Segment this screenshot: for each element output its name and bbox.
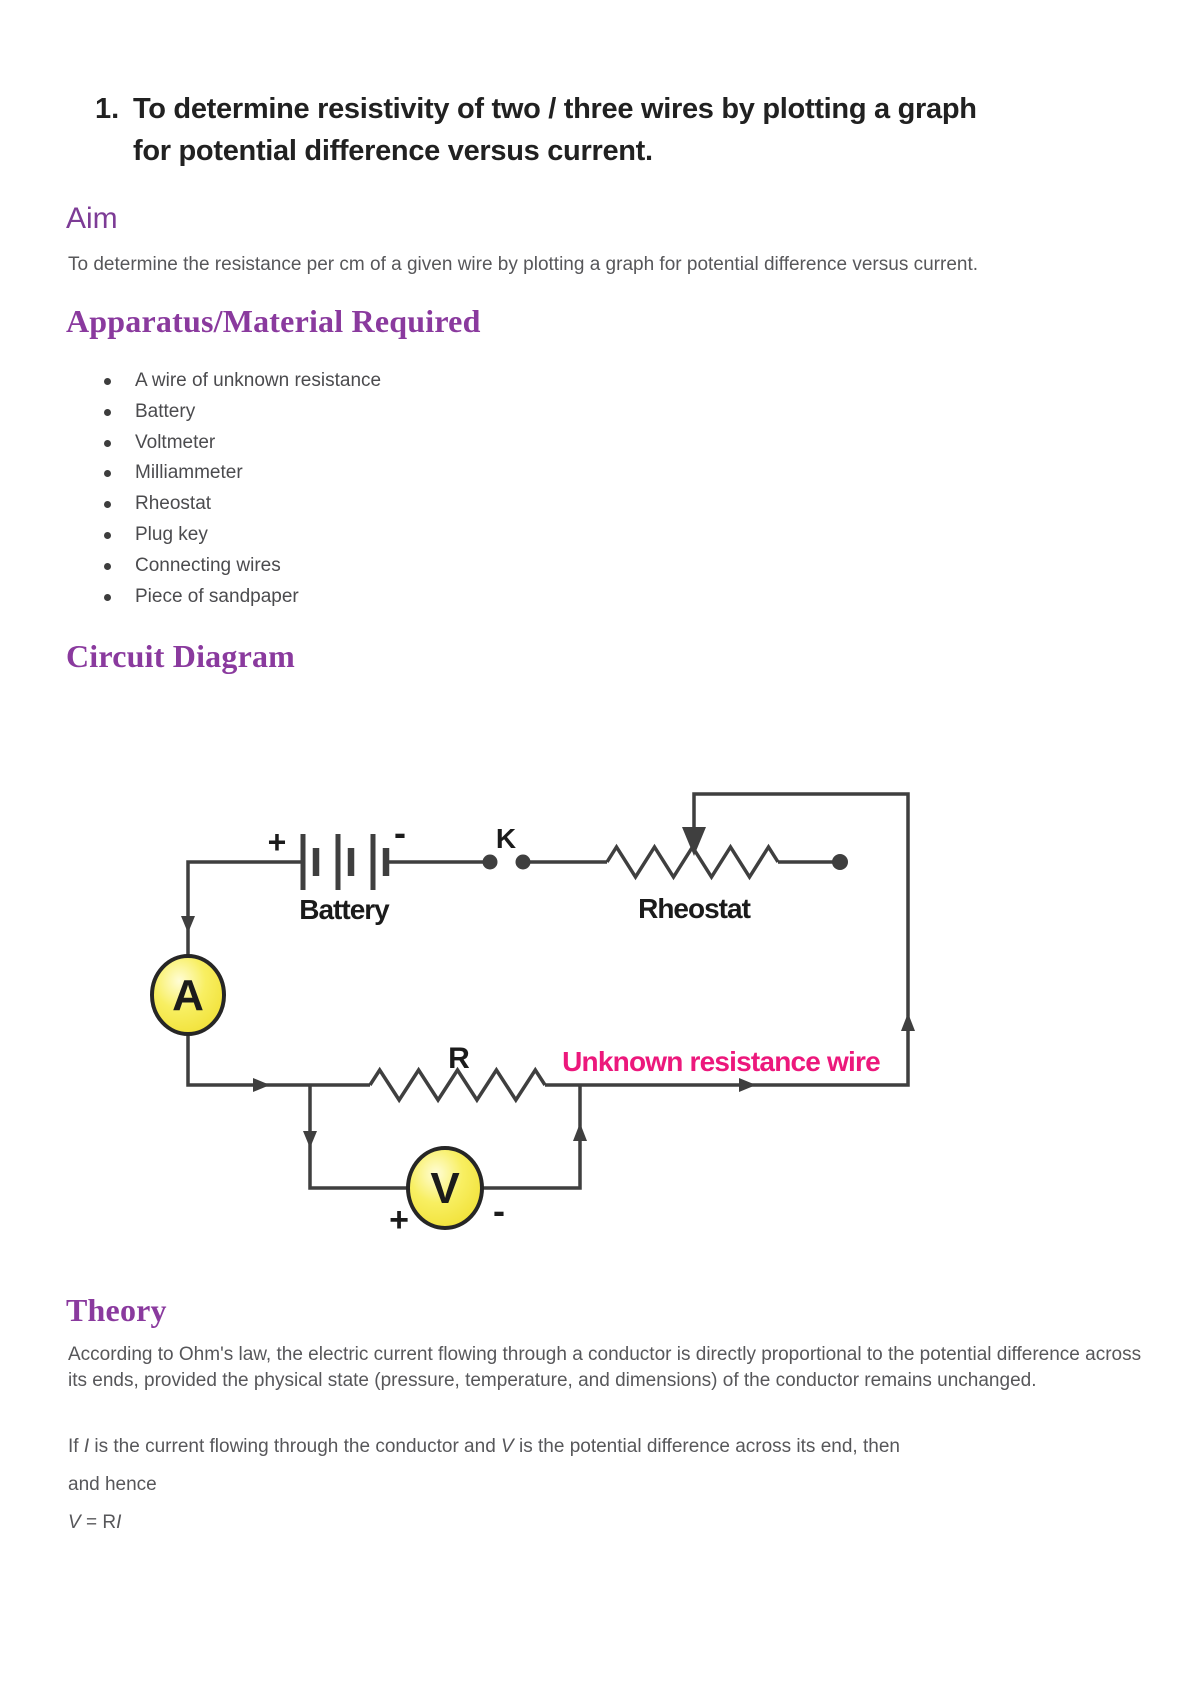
aim-body: To determine the resistance per cm of a … xyxy=(68,254,979,275)
equation-I: I xyxy=(116,1512,122,1533)
battery-minus-label: - xyxy=(394,812,406,853)
variable-I: I xyxy=(83,1436,90,1457)
ammeter-label: A xyxy=(172,971,204,1020)
equation-R: R xyxy=(102,1512,117,1533)
theory-paragraph-3: and hence xyxy=(68,1474,157,1495)
apparatus-heading: Apparatus/Material Required xyxy=(66,303,481,339)
plug-key-symbol xyxy=(482,854,531,870)
ohms-law-equation: V = RI xyxy=(68,1510,468,1536)
theory-p2-post: is the potential difference across its e… xyxy=(513,1436,900,1457)
list-item: A wire of unknown resistance xyxy=(68,366,868,397)
battery-label: Battery xyxy=(299,894,390,925)
list-item: Piece of sandpaper xyxy=(68,582,868,613)
theory-p2-pre: If xyxy=(68,1436,84,1457)
current-direction-arrows xyxy=(181,827,915,1148)
rheostat-label: Rheostat xyxy=(638,893,750,924)
ammeter xyxy=(150,954,226,1036)
theory-p2-mid: is the current flowing through the condu… xyxy=(89,1436,502,1457)
voltmeter-label: V xyxy=(430,1164,460,1213)
page-title: 1. To determine resistivity of two / thr… xyxy=(95,88,1015,172)
voltmeter-branch-right xyxy=(481,1085,582,1190)
voltmeter-minus-label: - xyxy=(493,1190,505,1231)
circuit-wires xyxy=(186,792,910,1190)
list-item: Battery xyxy=(68,397,868,428)
aim-heading: Aim xyxy=(66,202,118,235)
theory-heading: Theory xyxy=(66,1292,167,1328)
resistor-label: R xyxy=(448,1042,470,1075)
rheostat-wiper-wire xyxy=(545,792,910,1087)
list-item: Voltmeter xyxy=(68,428,868,459)
resistor-R-symbol xyxy=(368,1066,547,1104)
circuit-diagram-heading: Circuit Diagram xyxy=(66,638,296,674)
battery-symbol xyxy=(300,834,390,890)
unknown-resistance-wire-label: Unknown resistance wire xyxy=(562,1046,880,1077)
rheostat-wiper-arrow xyxy=(682,827,706,856)
plug-key-label: K xyxy=(496,823,516,854)
voltmeter-branch-left xyxy=(308,1085,409,1190)
theory-paragraph-2: If I is the current flowing through the … xyxy=(68,1434,1146,1460)
title-text: To determine resistivity of two / three … xyxy=(133,93,977,167)
variable-V: V xyxy=(501,1436,514,1457)
voltmeter xyxy=(406,1146,484,1230)
rheostat-terminal-dot xyxy=(832,854,848,870)
list-item: Plug key xyxy=(68,520,868,551)
circuit-diagram-figure: + - Battery K Rheostat A R Unknown resis… xyxy=(150,792,915,1239)
circuit-diagram: + - Battery K Rheostat A R Unknown resis… xyxy=(150,735,960,1260)
equation-op: = xyxy=(80,1512,103,1533)
list-item: Milliammeter xyxy=(68,458,868,489)
list-item: Rheostat xyxy=(68,489,868,520)
apparatus-list: A wire of unknown resistance Battery Vol… xyxy=(68,366,868,612)
voltmeter-plus-label: + xyxy=(389,1201,409,1239)
equation-V: V xyxy=(68,1512,81,1533)
title-number: 1. xyxy=(95,93,120,125)
battery-plus-label: + xyxy=(268,824,287,860)
list-item: Connecting wires xyxy=(68,551,868,582)
theory-paragraph-1: According to Ohm's law, the electric cur… xyxy=(68,1344,1142,1391)
